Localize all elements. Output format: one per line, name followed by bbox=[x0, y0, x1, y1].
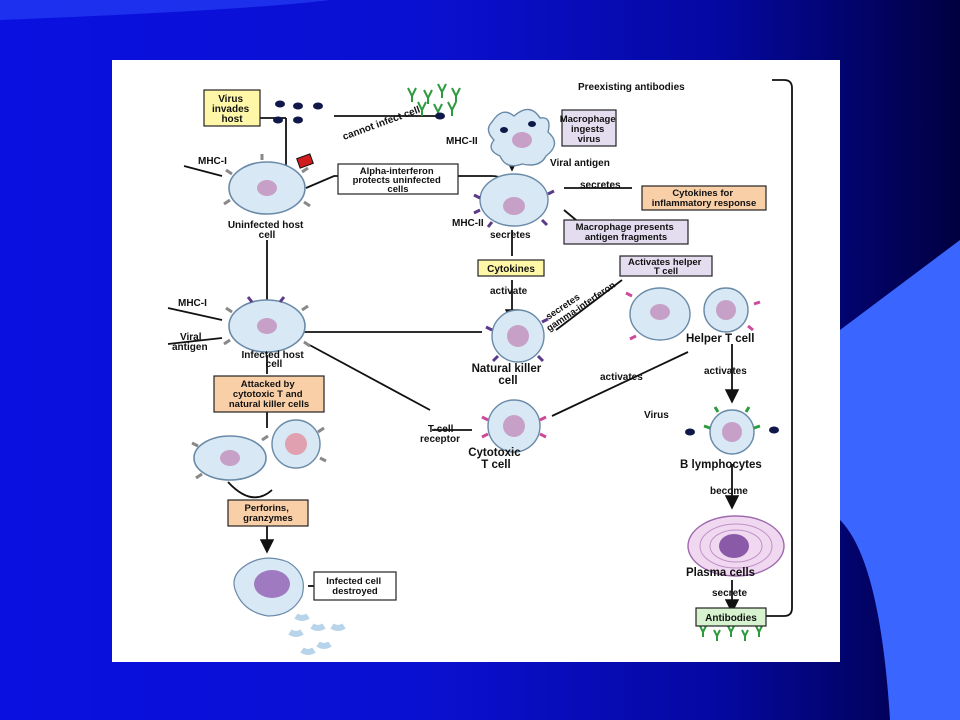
antibodies-top bbox=[407, 83, 461, 118]
immune-response-diagram: Virus invades host cannot infect cell Pr… bbox=[167, 79, 793, 655]
activates-label-right: activates bbox=[704, 366, 747, 377]
cytokines-label: Cytokines bbox=[487, 264, 535, 275]
virus-particles bbox=[273, 100, 323, 124]
attacking-cells bbox=[191, 419, 327, 481]
uninfected-host-cell-label: Uninfected host cell bbox=[228, 220, 306, 241]
secrete-label: secrete bbox=[712, 588, 747, 599]
cytokines-inflammatory-label: Cytokines for inflammatory response bbox=[652, 188, 757, 209]
mhc-i-label-top: MHC-I bbox=[198, 156, 227, 167]
preexisting-antibodies-label: Preexisting antibodies bbox=[578, 82, 685, 93]
mhc-blocker-icon bbox=[296, 153, 314, 169]
secretes-label-mid: secretes bbox=[490, 230, 531, 241]
infected-host-cell bbox=[223, 296, 311, 353]
plasma-cell bbox=[687, 515, 785, 577]
slide-frame: Virus invades host cannot infect cell Pr… bbox=[112, 60, 840, 662]
perforins-granzymes-label: Perforins, granzymes bbox=[243, 503, 293, 524]
helper-t-cell bbox=[625, 287, 761, 341]
macrophage-cell-top bbox=[487, 108, 556, 167]
secretes-label-inflammatory: secretes bbox=[580, 180, 621, 191]
uninfected-host-cell bbox=[223, 154, 311, 215]
macrophage-ingests-virus-label: Macrophage ingests virus bbox=[560, 114, 619, 145]
alpha-interferon-label: Alpha-interferon protects uninfected cel… bbox=[353, 166, 444, 195]
destroyed-cell bbox=[233, 557, 346, 655]
t-cell-receptor-label: T-cell receptor bbox=[420, 424, 460, 445]
antibodies-label: Antibodies bbox=[705, 613, 757, 624]
viral-antigen-label-mid: Viral antigen bbox=[172, 332, 208, 353]
cytotoxic-t-cell bbox=[481, 399, 547, 453]
cannot-infect-cell-label: cannot infect cell bbox=[341, 104, 422, 142]
activate-label: activate bbox=[490, 286, 528, 297]
natural-killer-cell bbox=[485, 309, 549, 363]
b-lymphocytes-label: B lymphocytes bbox=[680, 459, 762, 471]
macrophage-cell-mid bbox=[473, 173, 555, 228]
cytotoxic-t-cell-label: Cytotoxic T cell bbox=[468, 447, 524, 471]
activates-helper-label: Activates helper T cell bbox=[628, 257, 704, 277]
secretes-gamma-interferon-label: secretes gamma-interferon bbox=[539, 271, 618, 334]
mhc-ii-label-mid: MHC-II bbox=[452, 218, 484, 229]
attacked-by-label: Attacked by cytotoxic T and natural kill… bbox=[229, 379, 309, 410]
plasma-cells-label: Plasma cells bbox=[686, 567, 755, 579]
macrophage-presents-label: Macrophage presents antigen fragments bbox=[576, 222, 677, 243]
infected-cell-destroyed-label: Infected cell destroyed bbox=[326, 576, 384, 597]
virus-label-right: Virus bbox=[644, 410, 669, 421]
mhc-ii-label-top: MHC-II bbox=[446, 136, 478, 147]
activates-label-mid: activates bbox=[600, 372, 643, 383]
b-lymphocyte-cell bbox=[685, 406, 779, 455]
natural-killer-cell-label: Natural killer cell bbox=[472, 363, 545, 387]
virus-invades-host-label: Virus invades host bbox=[212, 94, 252, 125]
infected-host-cell-label: Infected host cell bbox=[241, 350, 306, 370]
mhc-i-label-mid: MHC-I bbox=[178, 298, 207, 309]
viral-antigen-label-top: Viral antigen bbox=[550, 158, 610, 169]
antibodies-bottom bbox=[699, 625, 763, 641]
become-label: become bbox=[710, 486, 748, 497]
helper-t-cell-label: Helper T cell bbox=[686, 333, 754, 345]
